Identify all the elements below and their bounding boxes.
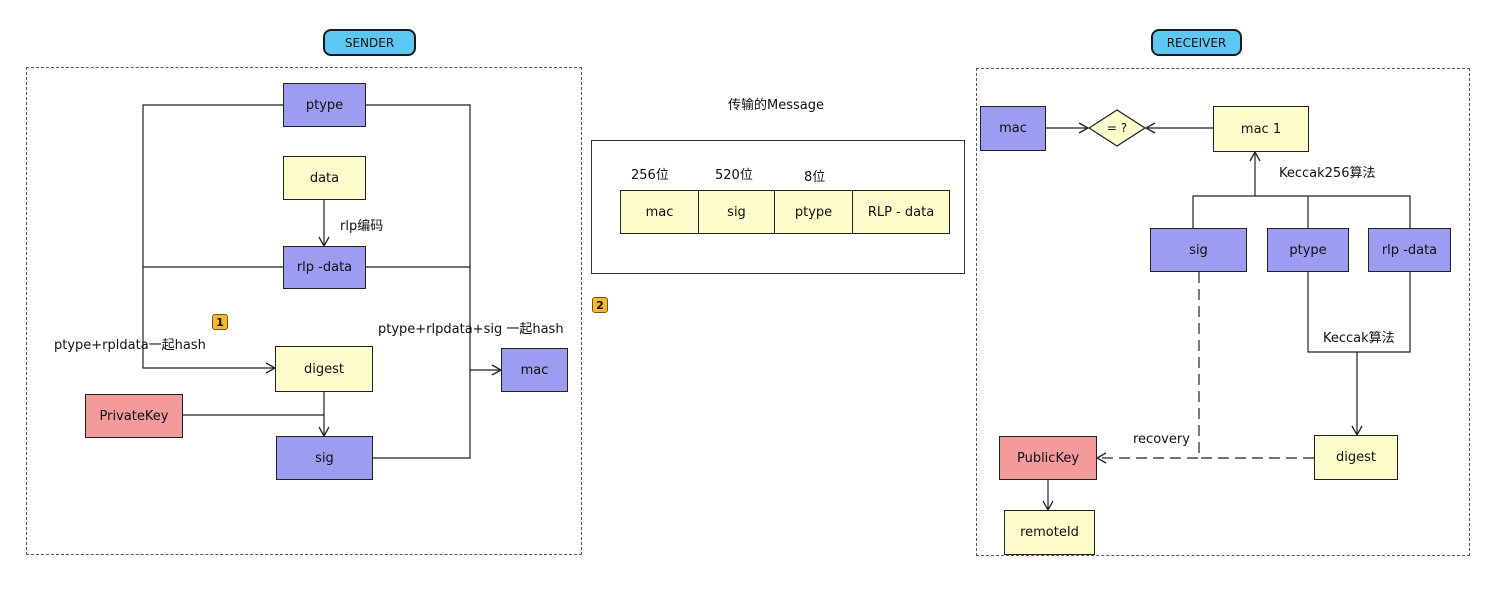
receiver-digest-box[interactable]: digest — [1314, 435, 1398, 480]
keccak256-label: Keccak256算法 — [1279, 166, 1376, 181]
marker-1: 1 — [212, 314, 228, 330]
keccak-label: Keccak算法 — [1323, 331, 1395, 346]
receiver-title: RECEIVER — [1151, 29, 1242, 56]
rlp-encode-label: rlp编码 — [340, 219, 384, 234]
sender-digest-box[interactable]: digest — [275, 346, 373, 392]
message-field-ptype: ptype — [774, 190, 853, 234]
message-field-mac: mac — [620, 190, 699, 234]
receiver-sig-box[interactable]: sig — [1150, 228, 1247, 272]
receiver-mac-box[interactable]: mac — [980, 106, 1046, 151]
message-field-rlp-data: RLP - data — [852, 190, 950, 234]
compare-label: = ? — [1106, 121, 1128, 135]
sender-panel — [26, 67, 582, 555]
ptype-size-label: 8位 — [804, 170, 826, 185]
message-field-sig: sig — [698, 190, 775, 234]
receiver-panel — [976, 68, 1470, 556]
hash-label-2: ptype+rlpdata+sig 一起hash — [378, 322, 564, 337]
receiver-ptype-box[interactable]: ptype — [1267, 228, 1349, 272]
sender-title: SENDER — [323, 29, 416, 56]
sender-mac-box[interactable]: mac — [501, 348, 568, 392]
hash-label-1: ptype+rpldata一起hash — [54, 338, 206, 353]
mac-size-label: 256位 — [631, 168, 669, 183]
receiver-mac1-box[interactable]: mac 1 — [1213, 106, 1309, 152]
sender-rlp-data-box[interactable]: rlp -data — [283, 246, 366, 289]
sender-ptype-box[interactable]: ptype — [283, 83, 366, 127]
recovery-label: recovery — [1133, 432, 1190, 447]
message-title: 传输的Message — [728, 98, 824, 113]
remote-id-box[interactable]: remoteId — [1004, 510, 1095, 555]
sender-sig-box[interactable]: sig — [276, 436, 373, 480]
sig-size-label: 520位 — [715, 168, 753, 183]
public-key-box[interactable]: PublicKey — [999, 436, 1097, 480]
receiver-rlp-data-box[interactable]: rlp -data — [1368, 228, 1451, 272]
marker-2: 2 — [592, 297, 608, 313]
private-key-box[interactable]: PrivateKey — [85, 394, 183, 438]
compare-diamond — [1087, 109, 1147, 147]
sender-data-box[interactable]: data — [283, 156, 366, 200]
message-frame — [591, 140, 965, 274]
